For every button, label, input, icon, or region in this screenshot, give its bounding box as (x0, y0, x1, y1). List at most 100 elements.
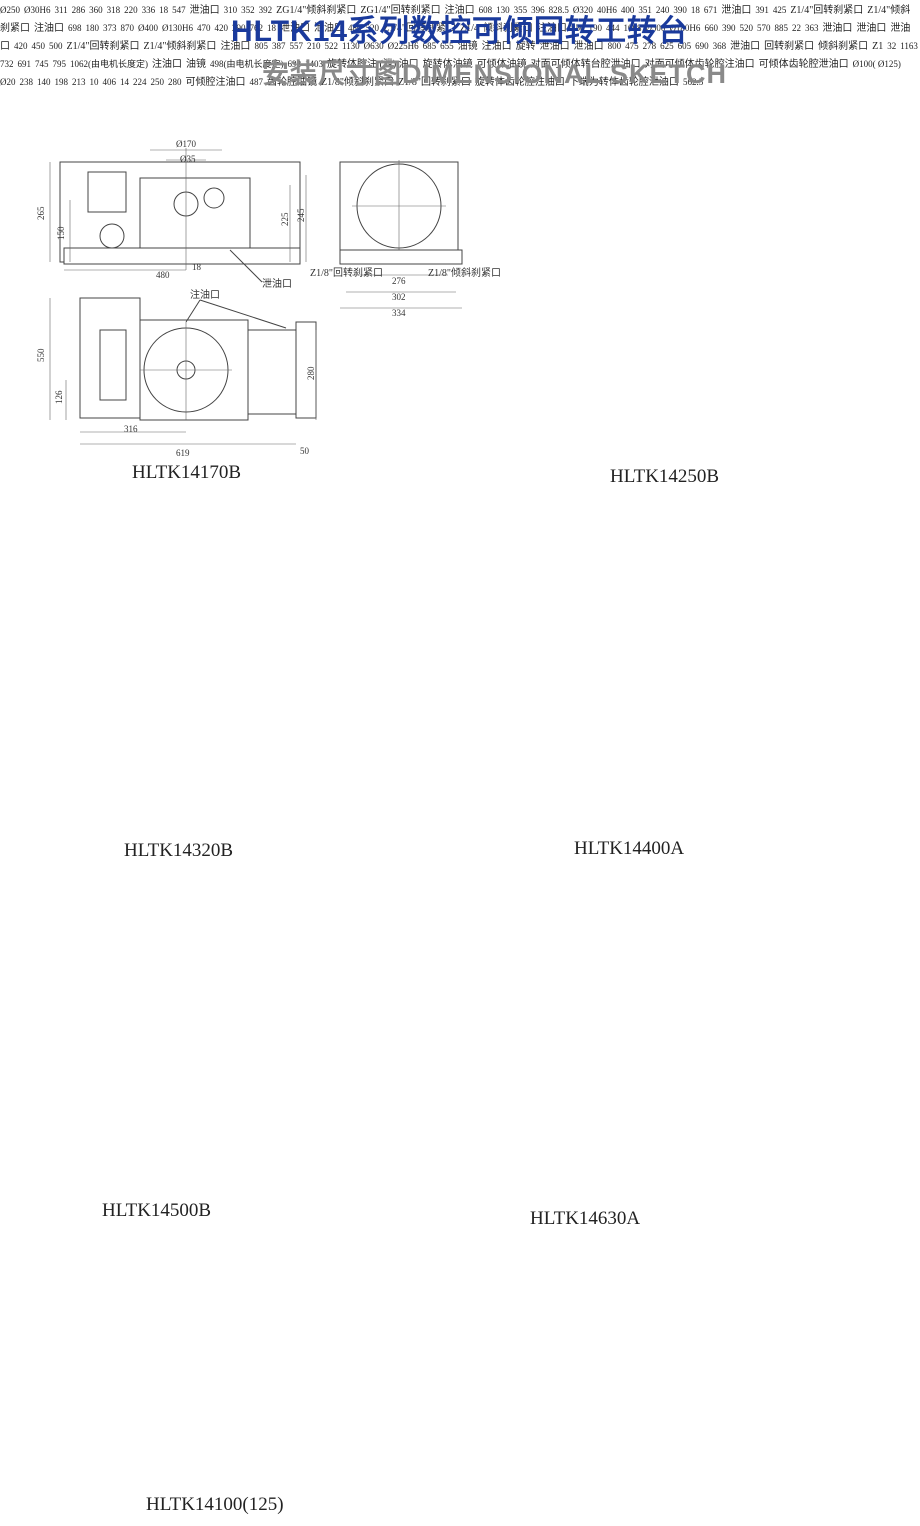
dim-630-605: 605 (677, 41, 692, 51)
dim-500-660: 660 (704, 23, 718, 33)
dim-500-363: 363 (804, 23, 819, 33)
dim-630-745: 745 (35, 59, 49, 69)
label-100-rot-brake: Z1/8"回转刹紧口 (397, 77, 471, 88)
dim-500-22: 22 (791, 23, 801, 33)
label-500-tilt-brake: Z1/4"倾斜刹紧口 (143, 41, 217, 52)
dim-250-311: 311 (54, 5, 68, 15)
dim-630-691: 691 (17, 59, 32, 69)
label-500-drain-b: 泄油口 (0, 23, 911, 52)
dim-100-224: 224 (133, 77, 147, 87)
dim-630-690: 690 (695, 41, 709, 51)
label-400-fill: 注油口 (536, 23, 567, 34)
dim-170-550: 550 (36, 348, 46, 362)
label-400-drain-b: 泄油口 (314, 23, 344, 34)
dim-630-278: 278 (642, 41, 657, 51)
dim-100-10: 10 (89, 77, 99, 87)
dim-170-18: 18 (192, 262, 202, 272)
dim-320-391: 391 (755, 5, 769, 15)
label-630-mirror-top: 油镜 (186, 59, 206, 70)
model-hltk14630a: HLTK14630A (530, 1208, 641, 1229)
page-title: HLTK14系列数控可倾回转工转台 (230, 15, 690, 48)
dim-170-225: 225 (280, 212, 290, 226)
dim-250-8285: 828.5 (548, 5, 569, 15)
dim-250-od: Ø250 (0, 5, 20, 15)
dim-630-655: 655 (440, 41, 454, 51)
dim-500-570: 570 (756, 23, 771, 33)
dim-500-390: 390 (721, 23, 736, 33)
label-250-drain: 泄油口 (189, 5, 220, 16)
label-630-rot-brake: 回转刹紧口 (764, 41, 815, 52)
label-500-rot-brake: Z1/4"回转刹紧口 (66, 41, 140, 52)
dim-320-351: 351 (638, 5, 652, 15)
dim-250-355: 355 (513, 5, 528, 15)
dim-630-732: 732 (0, 59, 14, 69)
dim-500-450: 450 (31, 41, 46, 51)
dim-250-bore: Ø30H6 (24, 5, 51, 15)
dim-320-400: 400 (620, 5, 635, 15)
dim-250-18: 18 (159, 5, 169, 15)
dim-170-bore: Ø35 (180, 154, 196, 164)
dim-170-302: 302 (392, 292, 406, 302)
model-hltk14400a: HLTK14400A (574, 838, 685, 859)
dim-400-420: 420 (214, 23, 229, 33)
dim-250-360: 360 (89, 5, 103, 15)
dim-400-18: 18 (267, 23, 276, 33)
label-320-rot-brake: Z1/4"回转刹紧口 (790, 5, 864, 16)
dim-630-475: 475 (625, 41, 639, 51)
dim-320-698: 698 (68, 23, 82, 33)
dim-630-1163: 1163 (900, 41, 918, 51)
dim-170-265: 265 (36, 206, 46, 220)
label-100-tilt-mirror: 可倾体油镜 (476, 59, 527, 70)
label-630-drain-a: 泄油口 (539, 41, 570, 52)
dim-100-140: 140 (37, 77, 51, 87)
dim-250-310: 310 (223, 5, 238, 15)
label-320-tilt-brake: Z1/4"倾斜刹紧口 (0, 5, 911, 34)
label-100-gear-drain: 可倾体齿轮腔泄油口 (758, 59, 849, 70)
label-170-rot-brake: Z1/8"回转刹紧口 (310, 266, 383, 279)
dim-100-406: 406 (102, 77, 117, 87)
dim-400-762: 762 (249, 23, 264, 33)
label-630-drain-side: 泄油口 (730, 41, 761, 52)
dim-630-368: 368 (712, 41, 727, 51)
dim-170-619: 619 (176, 448, 190, 458)
label-170-fill: 注油口 (190, 288, 220, 301)
dim-250-547: 547 (172, 5, 186, 15)
dim-400-480: 480 (348, 23, 362, 33)
label-100-rot-fill: 旋转体腔注 (泄) 油口 (327, 59, 419, 70)
dim-100-14: 14 (120, 77, 129, 87)
label-100-rot-gear: 旋转体齿轮腔注油口 (474, 77, 565, 88)
label-630-fill-top: 注油口 (152, 59, 182, 70)
dim-630-625: 625 (660, 41, 674, 51)
dim-250-286: 286 (71, 5, 86, 15)
dim-320-390: 390 (673, 5, 687, 15)
dim-320-425: 425 (772, 5, 787, 15)
dim-170-276: 276 (392, 276, 406, 286)
dim-170-480: 480 (156, 270, 170, 280)
dim-500-420: 420 (14, 41, 28, 51)
dim-630-1062: 1062(由电机长度定) (70, 59, 148, 69)
dim-630-685: 685 (422, 41, 437, 51)
label-630-fill: 注油口 (481, 41, 512, 52)
drawing-hltk14170b (49, 148, 463, 445)
label-100-tilt-cavity: 可倾腔注油口 (185, 77, 246, 88)
dim-170-316: 316 (124, 424, 138, 434)
dim-500-bore: Ø180H6 (669, 23, 701, 33)
dim-320-373: 373 (103, 23, 117, 33)
dim-250-336: 336 (141, 5, 156, 15)
dim-400-1008: 1008 (623, 23, 642, 33)
dim-320-180: 180 (85, 23, 100, 33)
dim-500-520: 520 (739, 23, 753, 33)
dim-100-od: Ø100( Ø125) (852, 59, 901, 69)
dim-100-280: 280 (168, 77, 182, 87)
label-500-fill: 注油口 (220, 41, 251, 52)
dim-320-od: Ø320 (572, 5, 593, 15)
label-320-fill: 注油口 (34, 23, 64, 34)
dim-170-280: 280 (306, 366, 316, 380)
label-500-drain-side: 泄油口 (822, 23, 853, 34)
model-hltk14250b: HLTK14250B (610, 466, 720, 487)
dim-630-od: Ø630 (363, 41, 384, 51)
dim-500-od: Ø500 (645, 23, 666, 33)
dim-100-198: 198 (54, 77, 69, 87)
label-100-opp-drain: 对面可倾体转台腔泄油口 (530, 59, 641, 70)
